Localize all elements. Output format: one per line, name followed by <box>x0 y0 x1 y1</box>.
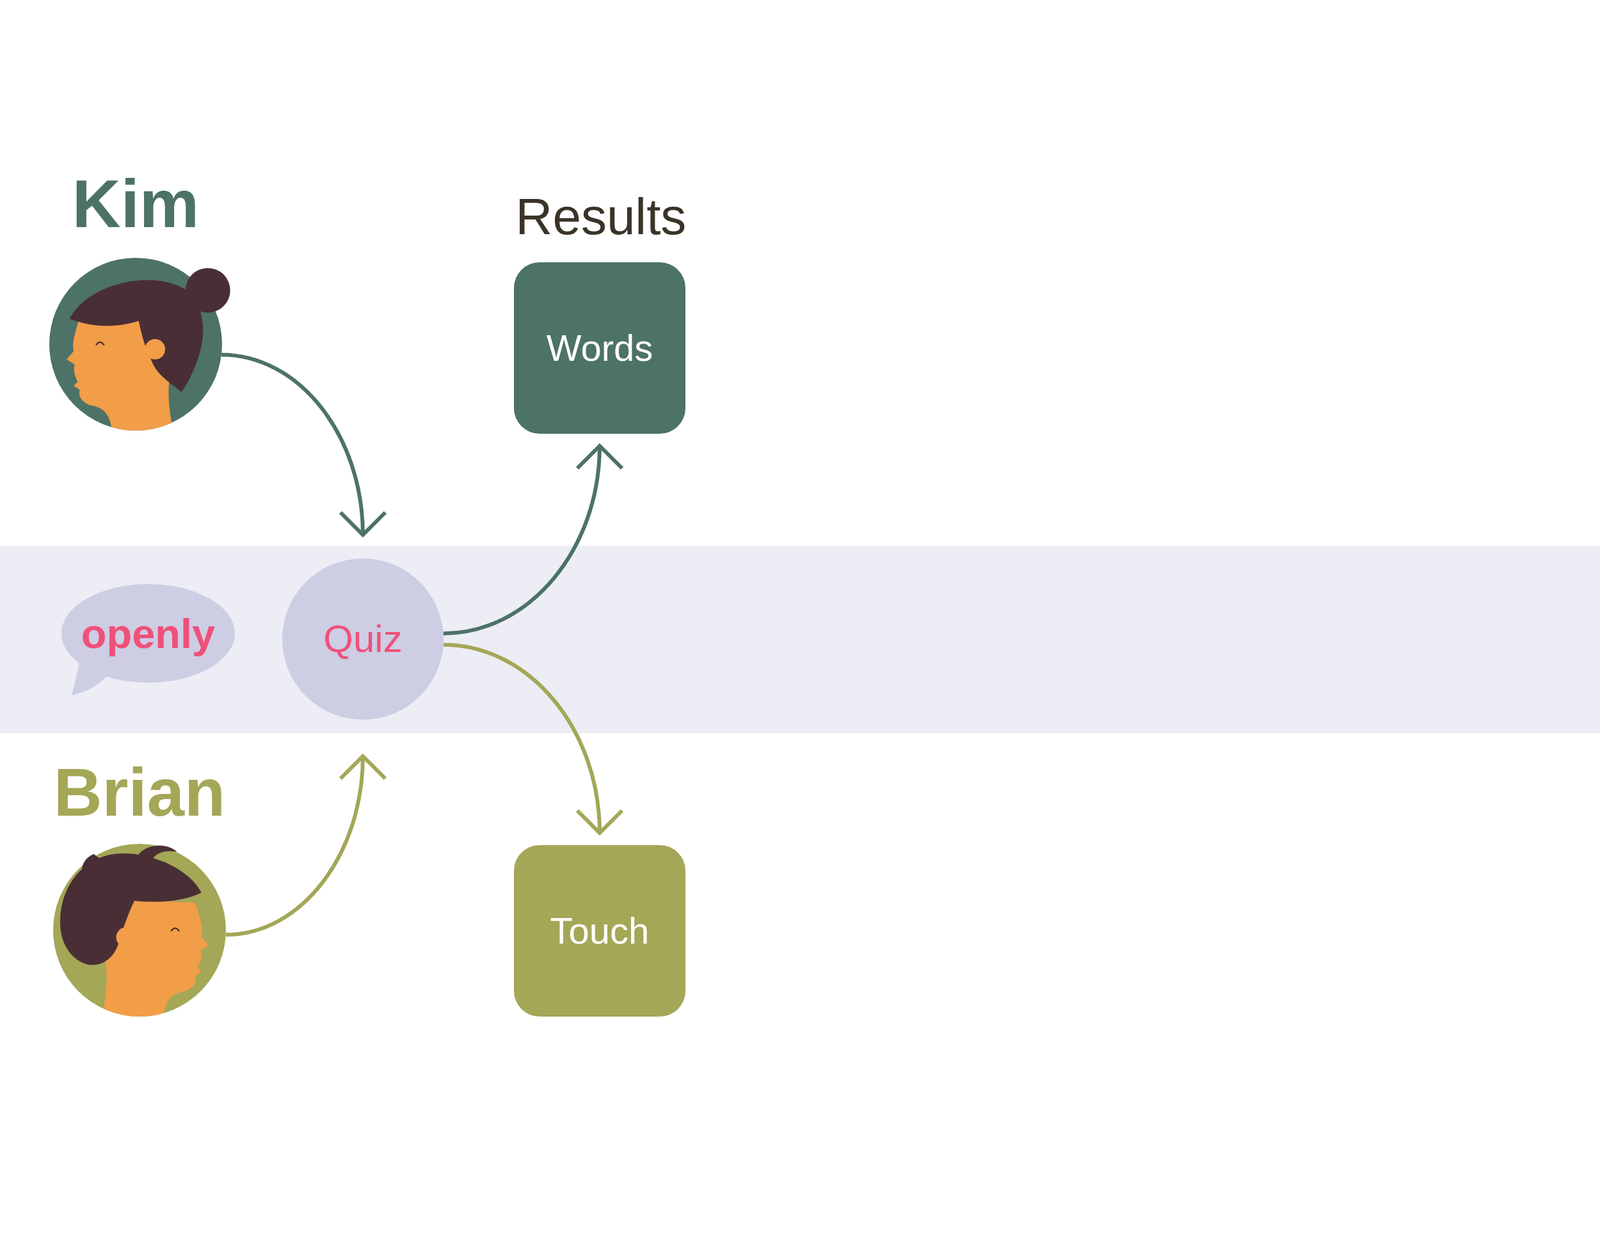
quiz-circle: Quiz <box>282 558 444 720</box>
arrow-head <box>577 446 623 469</box>
person-name: Kim <box>49 170 223 238</box>
node-text: Quiz <box>323 620 402 659</box>
node-text: Words <box>546 329 654 367</box>
flow-arrow <box>225 756 386 936</box>
flow-arrow <box>443 446 623 634</box>
connector-line <box>443 446 600 634</box>
person-avatar: Brian <box>53 844 226 1017</box>
arrow-head <box>340 756 386 779</box>
arrow-head <box>340 512 386 536</box>
connector-line <box>221 354 363 536</box>
connector-line <box>443 645 600 834</box>
column-heading: Results <box>515 191 687 243</box>
person-name: Brian <box>53 759 226 827</box>
arrow-head <box>577 810 623 834</box>
avatar-illustration <box>49 257 223 431</box>
person-avatar: Kim <box>49 257 223 431</box>
platform-band <box>0 545 1600 734</box>
node-text: Touch <box>550 912 650 950</box>
result-box: Words <box>513 262 686 434</box>
logo-bubble: openly <box>61 584 235 683</box>
result-box: Touch <box>513 845 686 1017</box>
avatar-illustration <box>53 844 226 1017</box>
node-text: openly <box>81 613 216 655</box>
connector-line <box>225 756 363 936</box>
flow-arrow <box>443 645 623 834</box>
flow-arrow <box>221 354 386 536</box>
